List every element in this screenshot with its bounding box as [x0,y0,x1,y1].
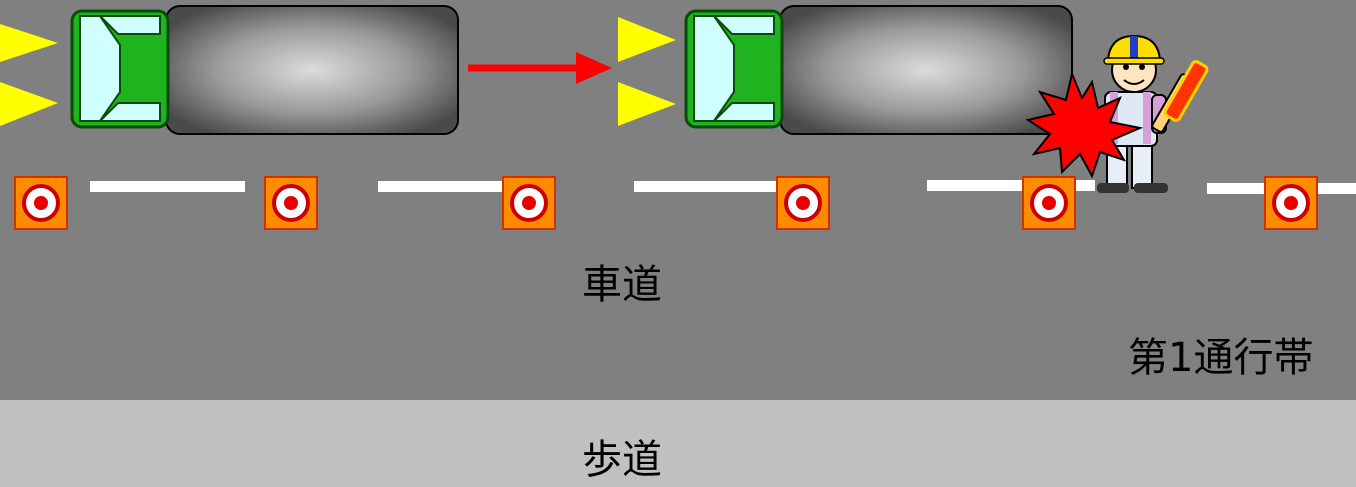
safety-cone [264,176,318,230]
lane-marking [90,180,1356,194]
road-label: 車道 [582,262,662,308]
movement-arrow-icon [468,52,612,84]
lane-label: 第1通行帯 [1128,335,1314,381]
truck-after [684,5,1073,135]
safety-cone [776,176,830,230]
headlight-beam-icon [618,17,676,126]
truck-before [70,5,459,135]
sidewalk-label: 歩道 [582,437,662,483]
collision-burst-icon [1025,70,1144,179]
safety-cone [14,176,68,230]
safety-cone [502,176,556,230]
sidewalk [0,400,1356,487]
flagger-worker-icon [1097,34,1209,193]
safety-cone [1022,176,1076,230]
headlight-beam-icon [0,24,58,126]
safety-cone [1264,176,1318,230]
